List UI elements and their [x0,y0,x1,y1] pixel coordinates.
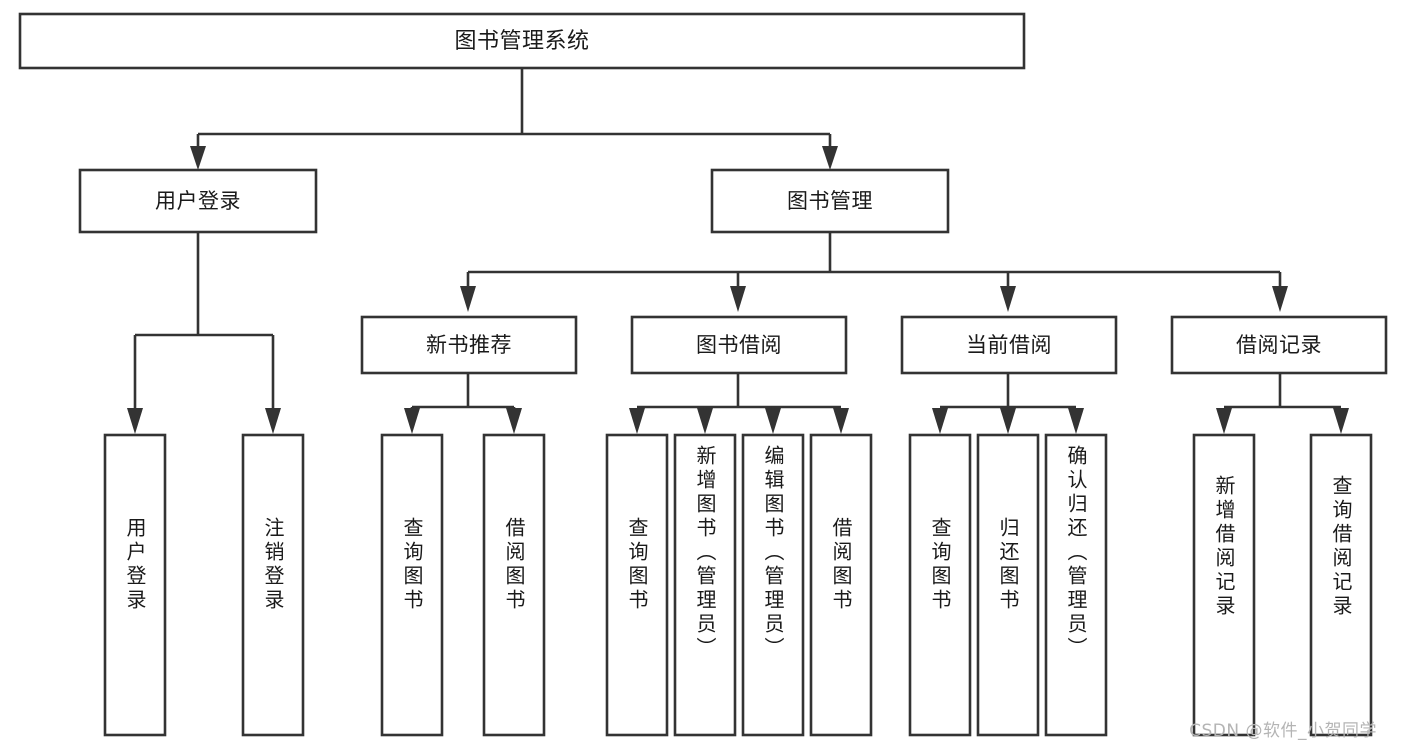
node-user-login-label: 用户登录 [155,189,241,213]
leaf-box-current-borrow-0[interactable] [908,433,972,737]
arrow-head-icon [765,408,781,434]
node-root-label: 图书管理系统 [454,29,589,54]
arrow-head-icon [460,286,476,312]
connector-group-book-borrow [629,373,849,434]
leaf-box-book-borrow-3[interactable] [809,433,873,737]
leaf-box-borrow-record-1[interactable] [1309,433,1373,737]
connector-group-current-borrow [932,373,1084,434]
connector-group-new-book [404,373,522,434]
node-current-borrow[interactable]: 当前借阅 [900,315,1118,375]
node-book-borrow[interactable]: 图书借阅 [630,315,848,375]
arrow-head-icon [1068,408,1084,434]
arrow-head-icon [1272,286,1288,312]
arrow-head-icon [833,408,849,434]
node-book-borrow-label: 图书借阅 [696,333,782,357]
arrow-head-icon [506,408,522,434]
leaf-box-new-book-0[interactable] [380,433,444,737]
arrow-head-icon [190,146,206,170]
connector-group-root [190,68,838,170]
node-root-box[interactable] [18,12,1026,70]
node-new-book-recommend-label: 新书推荐 [426,333,512,357]
node-book-manage-label: 图书管理 [787,189,873,213]
node-borrow-record-box[interactable] [1170,315,1388,375]
arrow-head-icon [1333,408,1349,434]
leaf-box-borrow-record-0[interactable] [1192,433,1256,737]
node-new-book-recommend[interactable]: 新书推荐 [360,315,578,375]
node-user-login[interactable]: 用户登录 [78,168,318,234]
node-borrow-record-label: 借阅记录 [1236,333,1322,357]
node-book-manage[interactable]: 图书管理 [710,168,950,234]
leaf-box-user-login-1[interactable] [241,433,305,737]
node-current-borrow-label: 当前借阅 [966,333,1052,357]
arrow-head-icon [932,408,948,434]
node-borrow-record[interactable]: 借阅记录 [1170,315,1388,375]
leaf-box-user-login-0[interactable] [103,433,167,737]
leaf-group-user-login [103,433,305,737]
arrow-head-icon [1000,408,1016,434]
leaf-box-new-book-1[interactable] [482,433,546,737]
node-book-borrow-box[interactable] [630,315,848,375]
node-user-login-box[interactable] [78,168,318,234]
arrow-head-icon [1000,286,1016,312]
node-new-book-recommend-box[interactable] [360,315,578,375]
leaf-box-book-borrow-0[interactable] [605,433,669,737]
watermark: CSDN @软件_小贺同学 [1189,721,1377,741]
leaf-group-book-borrow [605,433,873,737]
leaf-group-new-book-recommend [380,433,546,737]
arrow-head-icon [822,146,838,170]
node-book-manage-box[interactable] [710,168,950,234]
arrow-head-icon [1216,408,1232,434]
leaf-group-borrow-record [1192,433,1373,737]
leaf-box-current-borrow-2[interactable] [1044,433,1108,737]
arrow-head-icon [730,286,746,312]
node-current-borrow-box[interactable] [900,315,1118,375]
connector-group-book-manage [460,232,1288,312]
arrow-head-icon [697,408,713,434]
leaf-box-current-borrow-1[interactable] [976,433,1040,737]
arrow-head-icon [629,408,645,434]
connector-group-user-login [127,232,281,434]
connector-group-borrow-record [1216,373,1349,434]
arrow-head-icon [265,408,281,434]
arrow-head-icon [404,408,420,434]
node-root[interactable]: 图书管理系统 [18,12,1026,70]
arrow-head-icon [127,408,143,434]
leaf-group-current-borrow [908,433,1108,737]
leaf-box-book-borrow-2[interactable] [741,433,805,737]
leaf-box-book-borrow-1[interactable] [673,433,737,737]
